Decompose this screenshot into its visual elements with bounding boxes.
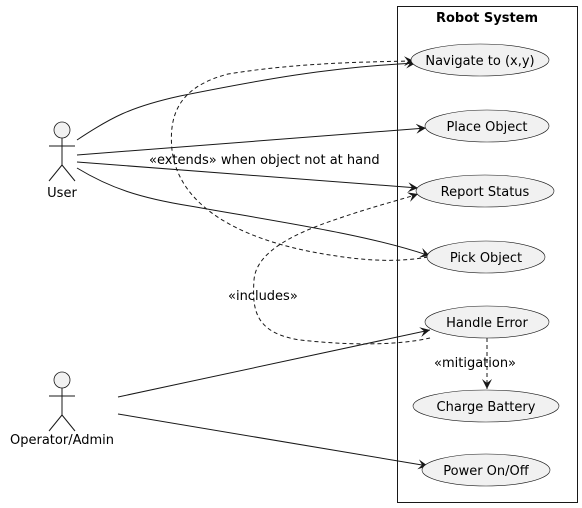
- use-case-navigate-label: Navigate to (x,y): [425, 54, 534, 69]
- use-case-report-label: Report Status: [441, 185, 530, 200]
- association-operator-power: [117, 413, 429, 470]
- use-case-report[interactable]: Report Status: [415, 174, 555, 208]
- actor-user-label: User: [47, 186, 77, 201]
- actor-operator[interactable]: Operator/Admin: [10, 371, 114, 448]
- system-title: Robot System: [436, 11, 538, 26]
- association-user-report: [76, 161, 419, 193]
- use-case-place[interactable]: Place Object: [424, 109, 550, 143]
- actor-user-icon: [48, 121, 76, 182]
- use-case-place-label: Place Object: [446, 120, 527, 135]
- association-user-pick: [76, 167, 431, 258]
- use-case-handle-error-label: Handle Error: [446, 316, 528, 331]
- use-case-charge[interactable]: Charge Battery: [412, 389, 560, 423]
- use-case-pick[interactable]: Pick Object: [426, 240, 546, 274]
- use-case-pick-label: Pick Object: [450, 251, 522, 266]
- actor-operator-icon: [48, 371, 76, 432]
- use-case-power[interactable]: Power On/Off: [421, 453, 551, 487]
- use-case-navigate[interactable]: Navigate to (x,y): [410, 43, 550, 77]
- dependency-extends: [170, 56, 429, 261]
- dependency-includes: [253, 192, 431, 345]
- dependency-extends-label: «extends» when object not at hand: [149, 153, 380, 168]
- use-case-charge-label: Charge Battery: [437, 400, 536, 415]
- dependency-mitigation-label: «mitigation»: [434, 356, 516, 371]
- use-case-power-label: Power On/Off: [443, 464, 530, 479]
- use-case-handle-error[interactable]: Handle Error: [424, 305, 550, 339]
- association-user-navigate: [76, 58, 417, 141]
- actor-operator-label: Operator/Admin: [10, 433, 114, 448]
- association-user-place: [76, 123, 427, 156]
- actor-user[interactable]: User: [47, 121, 77, 201]
- system-boundary: [397, 6, 578, 503]
- association-operator-error: [117, 327, 431, 398]
- dependency-includes-label: «includes»: [228, 289, 298, 304]
